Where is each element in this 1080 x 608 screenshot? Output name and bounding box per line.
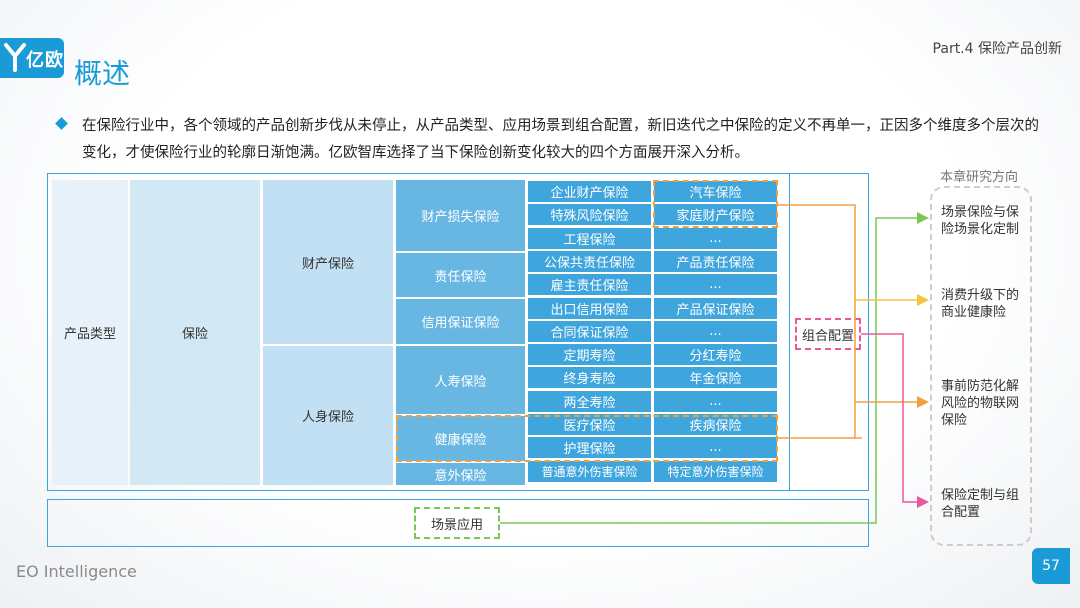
leaf-cell-r3c1: 工程保险: [528, 228, 651, 249]
direction-item-1: 场景保险与保险场景化定制: [941, 205, 1020, 237]
connector-auto-home: [778, 204, 862, 439]
direction-item-4: 保险定制与组合配置: [941, 488, 1020, 520]
direction-item-2: 消费升级下的商业健康险: [941, 288, 1020, 320]
category-credit: 信用保证保险: [396, 299, 525, 344]
leaf-cell-r10c1: 两全寿险: [528, 391, 651, 412]
part-label: Part.4 保险产品创新: [932, 41, 1062, 57]
scenario-app-box: 场景应用: [414, 507, 500, 539]
category-liability: 责任保险: [396, 253, 525, 297]
leaf-cell-r1c1: 企业财产保险: [528, 181, 651, 202]
category-health: 健康保险: [396, 416, 525, 461]
property-insurance-cell: 财产保险: [263, 180, 393, 344]
page-title: 概述: [74, 57, 131, 90]
category-life: 人寿保险: [396, 346, 525, 414]
combo-config-box: 组合配置: [795, 318, 861, 350]
category-accident: 意外保险: [396, 463, 525, 485]
logo-y-icon: [4, 43, 26, 72]
intro-paragraph: 在保险行业中，各个领域的产品创新步伐从未停止，从产品类型、应用场景到组合配置，新…: [82, 118, 1039, 161]
footer-brand: EO Intelligence: [16, 562, 137, 581]
leaf-cell-r8c2: 分红寿险: [654, 344, 777, 365]
highlight-health: [396, 415, 778, 462]
leaf-cell-r6c2: 产品保证保险: [654, 298, 777, 319]
leaf-cell-r11c1: 医疗保险: [528, 414, 651, 435]
page-number: 57: [1032, 548, 1070, 584]
research-direction-panel: [930, 186, 1032, 546]
leaf-cell-r1c2: 汽车保险: [654, 181, 777, 202]
product-type-cell: 产品类型: [52, 180, 128, 485]
leaf-cell-r13c1: 普通意外伤害保险: [528, 461, 651, 482]
leaf-cell-r3c2: ...: [654, 228, 777, 249]
insurance-cell: 保险: [130, 180, 260, 485]
highlight-auto-home: [653, 180, 778, 228]
leaf-cell-r5c1: 雇主责任保险: [528, 274, 651, 295]
leaf-cell-r7c2: ...: [654, 321, 777, 342]
leaf-cell-r6c1: 出口信用保险: [528, 298, 651, 319]
logo-text: 亿欧: [26, 50, 64, 71]
logo: 亿欧: [0, 38, 64, 78]
leaf-cell-r12c2: ...: [654, 437, 777, 458]
leaf-cell-r4c2: 产品责任保险: [654, 251, 777, 272]
leaf-cell-r12c1: 护理保险: [528, 437, 651, 458]
leaf-cell-r4c1: 公保共责任保险: [528, 251, 651, 272]
leaf-cell-r2c1: 特殊风险保险: [528, 204, 651, 225]
leaf-cell-r5c2: ...: [654, 274, 777, 295]
connector-combo: [861, 333, 929, 508]
connector-scenario: [500, 212, 929, 524]
direction-item-3: 事前防范化解风险的物联网保险: [941, 379, 1020, 428]
category-property-loss: 财产损失保险: [396, 180, 525, 251]
leaf-cell-r7c1: 合同保证保险: [528, 321, 651, 342]
leaf-cell-r9c2: 年金保险: [654, 367, 777, 388]
leaf-cell-r10c2: ...: [654, 391, 777, 412]
leaf-cell-r9c1: 终身寿险: [528, 367, 651, 388]
leaf-cell-r2c2: 家庭财产保险: [654, 204, 777, 225]
chapter-label: 本章研究方向: [940, 170, 1019, 185]
personal-insurance-cell: 人身保险: [263, 346, 393, 485]
leaf-cell-r13c2: 特定意外伤害保险: [654, 461, 777, 482]
leaf-cell-r11c2: 疾病保险: [654, 414, 777, 435]
leaf-cell-r8c1: 定期寿险: [528, 344, 651, 365]
